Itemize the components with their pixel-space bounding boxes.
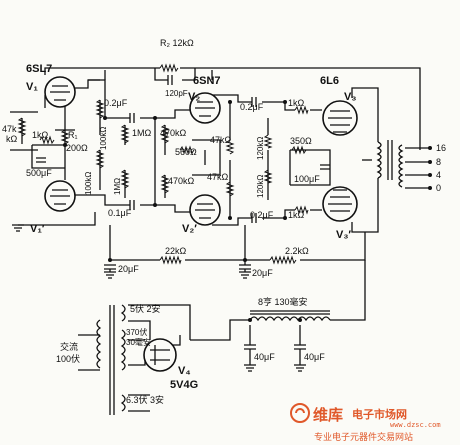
r1-label: R₁ [68, 130, 78, 140]
r-100k-v1b-label: 100kΩ [84, 172, 93, 195]
r-1m-a-label: 1MΩ [132, 128, 152, 138]
mains-voltage-label: 100伏 [56, 353, 80, 364]
c-02-b-label: 0.2μF [240, 102, 264, 112]
c-40-a-label: 40μF [254, 352, 275, 362]
tap-0-label: 0 [436, 183, 441, 193]
watermark-tagline: 专业电子元器件交易网站 [314, 431, 413, 443]
tube-v2-prime [189, 194, 221, 226]
mains-label: 交流 [60, 341, 78, 352]
v1-type-label: 6SL7 [26, 63, 52, 75]
r-47k-a-label: 47kΩ [210, 135, 232, 145]
resistors [17, 63, 309, 265]
wiring [10, 67, 430, 346]
v4-type-label: 5V4G [170, 379, 198, 391]
v1-label: V₁ [26, 81, 38, 93]
winding-5v-label: 5伏 2安 [130, 303, 161, 314]
v2-prime-label: V₂′ [182, 223, 197, 235]
choke-label: 8亨 130毫安 [258, 296, 308, 307]
r-120k-a-label: 120kΩ [256, 137, 265, 160]
c-01-label: 0.1μF [108, 208, 132, 218]
c-fb-label: 120pF [165, 89, 188, 98]
c-20-a-label: 20μF [118, 264, 139, 274]
tube-v3-prime [322, 186, 358, 222]
r-560-label: 560Ω [175, 147, 197, 157]
filter-choke [249, 310, 331, 322]
r2-label: R₂ 12kΩ [160, 38, 194, 48]
tap-4-label: 4 [436, 170, 441, 180]
tube-v3 [322, 100, 358, 136]
r1-value-label: 200Ω [66, 143, 88, 153]
c-02-a-label: 0.2μF [104, 98, 128, 108]
r-22k-b-label: 2.2kΩ [285, 246, 309, 256]
watermark-site: 电子市场网 [352, 407, 407, 421]
output-tap-labels: 16 8 4 0 [436, 143, 446, 193]
tube-v4-rectifier [143, 338, 177, 372]
r-1k-b-label: 1kΩ [288, 98, 305, 108]
v4-label: V₄ [178, 365, 191, 377]
watermark-url: www.dzsc.com [390, 421, 441, 429]
watermark: 维库 电子市场网 www.dzsc.com 专业电子元器件交易网站 [290, 403, 441, 443]
winding-30ma-label: 30毫安 [126, 337, 151, 347]
v3-label: V₃ [344, 91, 356, 103]
v3-type-label: 6L6 [320, 75, 339, 87]
power-labels: 交流 100伏 5伏 2安 370伏 30毫安 6.3伏 3安 [56, 303, 164, 405]
r-350-label: 350Ω [290, 136, 312, 146]
winding-370v-label: 370伏 [126, 327, 147, 337]
c-40-b-label: 40μF [304, 352, 325, 362]
vacuum-tubes [44, 76, 358, 372]
tube-v1 [44, 76, 76, 108]
junction-dots [63, 100, 302, 322]
r-470k-a-label: 470kΩ [160, 128, 187, 138]
tube-labels: 6SL7 V₁ V₁′ 6SN7 V₂ V₂′ 6L6 V₃ V₃′ V₄ 5V… [26, 63, 356, 391]
component-labels: R₂ 12kΩ 120pF 47k kΩ 1kΩ R₁ 200Ω 500μF 0… [2, 38, 325, 362]
tube-v2 [189, 92, 221, 124]
r-in-unit-label: kΩ [6, 134, 18, 144]
r-470k-b-label: 470kΩ [168, 176, 195, 186]
c-500-label: 500μF [26, 168, 52, 178]
r-1k-a-label: 1kΩ [32, 130, 49, 140]
c-02-c-label: 0.2μF [250, 210, 274, 220]
r-1m-b-label: 1MΩ [113, 178, 122, 195]
c-100-label: 100μF [294, 174, 320, 184]
watermark-logo [290, 403, 310, 423]
v2-type-label: 6SN7 [193, 75, 221, 87]
watermark-brand: 维库 [313, 406, 343, 424]
ground-symbols [12, 224, 306, 372]
v2-label: V₂ [188, 91, 200, 103]
tube-v1-prime [44, 180, 76, 212]
capacitors [36, 75, 330, 350]
r-in-label: 47k [2, 124, 17, 134]
v3-prime-label: V₃′ [336, 229, 351, 241]
tap-8-label: 8 [436, 157, 441, 167]
power-transformer [78, 304, 191, 415]
r-120k-b-label: 120kΩ [256, 175, 265, 198]
tap-16-label: 16 [436, 143, 446, 153]
v1-prime-label: V₁′ [30, 223, 45, 235]
r-100k-v1-label: 100kΩ [99, 127, 108, 150]
r-1k-c-label: 1kΩ [288, 210, 305, 220]
winding-6v3-label: 6.3伏 3安 [126, 394, 164, 405]
r-22k-label: 22kΩ [165, 246, 187, 256]
r-47k-b-label: 47kΩ [207, 172, 229, 182]
c-20-b-label: 20μF [252, 268, 273, 278]
output-transformer [376, 140, 432, 190]
